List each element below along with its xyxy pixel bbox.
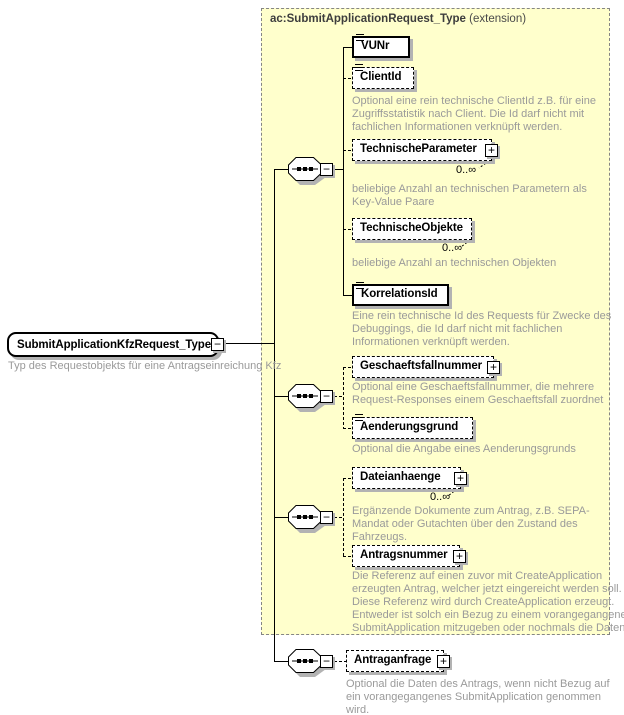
panel-title-suffix: (extension) (465, 13, 527, 25)
panel-title-text: ac:SubmitApplicationRequest_Type (270, 13, 466, 25)
element-submitapplicationkfzrequest-type[interactable]: SubmitApplicationKfzRequest_Type − (7, 332, 224, 357)
element-label: TechnischeParameter (360, 143, 477, 155)
element-label: Aenderungsgrund (360, 421, 459, 433)
element-description: Die Referenz auf einen zuvor mit CreateA… (352, 570, 624, 634)
element-label: Antraganfrage (354, 654, 432, 666)
collapse-toggle[interactable]: − (320, 163, 333, 176)
multiplicity-label: 0..∞ (456, 164, 477, 176)
element-description: Typ des Requestobjekts für eine Antragse… (8, 360, 282, 372)
multiplicity-label: 0..∞ (430, 491, 451, 503)
expand-toggle[interactable]: + (485, 144, 498, 157)
element-label: ClientId (360, 71, 402, 83)
text-content-icon (355, 414, 363, 422)
expand-toggle[interactable]: + (454, 472, 467, 485)
element-description: Optional eine Geschaeftsfallnummer, die … (352, 381, 604, 406)
expand-toggle[interactable]: + (453, 550, 466, 563)
element-technischeobjekte[interactable]: TechnischeObjekte (352, 218, 472, 240)
element-label: TechnischeObjekte (360, 222, 463, 234)
element-label: KorrelationsId (361, 288, 438, 300)
text-content-icon (356, 34, 364, 42)
element-geschaeftsfallnummer[interactable]: Geschaeftsfallnummer + (352, 356, 500, 378)
element-vunr[interactable]: VUNr (352, 34, 410, 58)
collapse-toggle[interactable]: − (320, 390, 333, 403)
panel-title: ac:SubmitApplicationRequest_Type (extens… (270, 13, 526, 25)
expand-toggle[interactable]: + (437, 655, 450, 668)
element-description: beliebige Anzahl an technischen Paramete… (352, 183, 587, 208)
collapse-toggle[interactable]: − (320, 655, 333, 668)
element-aenderungsgrund[interactable]: Aenderungsgrund (352, 414, 473, 439)
element-description: Optional die Daten des Antrags, wenn nic… (346, 678, 610, 715)
element-antragsnummer[interactable]: Antragsnummer + (352, 545, 466, 567)
element-label: Antragsnummer (360, 549, 448, 561)
element-label: Geschaeftsfallnummer (360, 360, 482, 372)
element-label: Dateianhaenge (360, 471, 441, 483)
collapse-toggle[interactable]: − (320, 511, 333, 524)
collapse-toggle[interactable]: − (211, 338, 224, 351)
element-description: Eine rein technische Id des Requests für… (352, 310, 612, 348)
element-dateianhaenge[interactable]: Dateianhaenge + (352, 467, 467, 489)
element-description: Ergänzende Dokumente zum Antrag, z.B. SE… (352, 505, 590, 543)
element-label: VUNr (361, 40, 390, 52)
element-description: beliebige Anzahl an technischen Objekten (352, 257, 557, 269)
text-content-icon (356, 282, 364, 290)
expand-toggle[interactable]: + (487, 361, 500, 374)
text-content-icon (355, 64, 363, 72)
element-antraganfrage[interactable]: Antraganfrage + (346, 650, 450, 672)
element-clientid[interactable]: ClientId (352, 64, 414, 89)
element-description: Optional die Angabe eines Aenderungsgrun… (352, 443, 576, 455)
element-label: SubmitApplicationKfzRequest_Type (17, 338, 212, 351)
element-technischeparameter[interactable]: TechnischeParameter + (352, 139, 498, 161)
multiplicity-label: 0..∞ (442, 242, 463, 254)
element-description: Optional eine rein technische ClientId z… (352, 95, 596, 133)
element-korrelationsid[interactable]: KorrelationsId (352, 282, 449, 306)
sequence-dots-icon (297, 659, 313, 663)
